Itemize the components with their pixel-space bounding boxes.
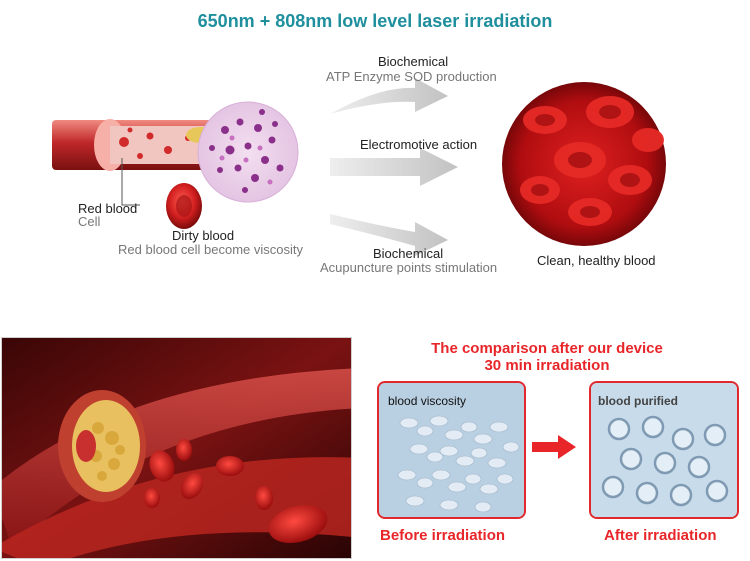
comparison-heading: The comparison after our device 30 min i… — [374, 340, 720, 374]
arrow-bottom-heading: Biochemical — [373, 246, 444, 261]
arrow-top-detail: ATP Enzyme SOD production — [326, 69, 497, 84]
arrow-top-heading: Biochemical — [378, 54, 449, 69]
before-panel: blood viscosity — [377, 381, 526, 519]
viscosity-note: Red blood cell become viscosity — [118, 242, 303, 257]
comparison-heading-line1: The comparison after our device — [431, 340, 663, 357]
red-blood-label: Red blood — [78, 201, 138, 216]
arrow-bottom — [330, 214, 448, 256]
after-panel: blood purified — [589, 381, 739, 519]
leader-line — [121, 158, 140, 206]
after-panel-label: blood purified — [598, 394, 678, 408]
arrow-middle — [330, 148, 458, 186]
page-title: 650nm + 808nm low level laser irradiatio… — [197, 11, 553, 31]
clean-blood-label: Clean, healthy blood — [537, 253, 656, 268]
microscope-view — [197, 101, 299, 203]
arrow-bottom-detail: Acupuncture points stimulation — [320, 260, 498, 275]
arrow-middle-heading: Electromotive action — [360, 137, 478, 152]
clean-blood-circle — [502, 82, 666, 246]
vessel-illustration — [1, 337, 352, 559]
red-arrow-icon — [532, 435, 576, 459]
top-illustration — [52, 78, 666, 256]
arrow-top — [330, 78, 448, 114]
before-caption: Before irradiation — [380, 527, 506, 544]
dirty-blood-label: Dirty blood — [172, 228, 235, 243]
blood-vessel-tube — [52, 119, 232, 171]
comparison-heading-line2: 30 min irradiation — [484, 357, 610, 374]
cell-label: Cell — [78, 214, 101, 229]
after-caption: After irradiation — [604, 527, 717, 544]
before-panel-label: blood viscosity — [388, 394, 467, 408]
